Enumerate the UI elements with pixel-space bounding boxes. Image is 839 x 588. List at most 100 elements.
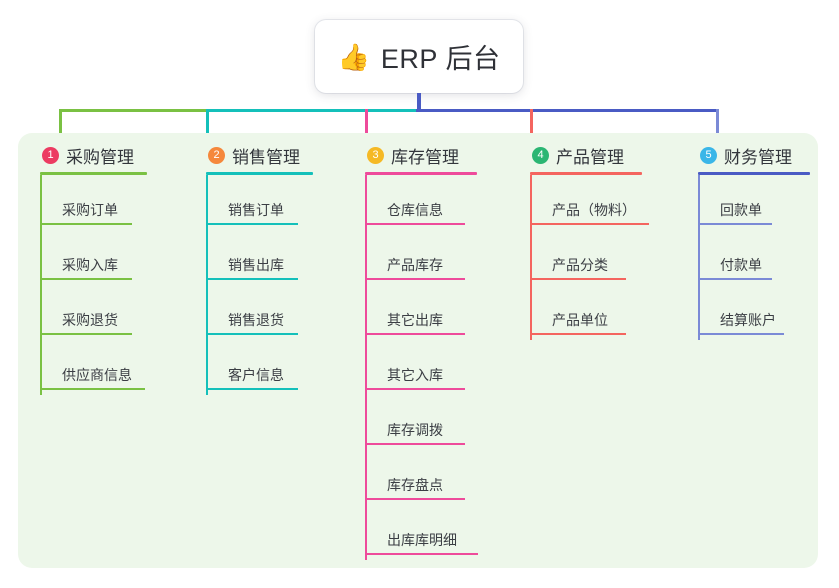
branch-column-2: 2 销售管理 销售订单 销售出库 销售退货 客户信息 — [206, 142, 356, 395]
branch-header-2[interactable]: 2 销售管理 — [206, 142, 356, 168]
leaf-item[interactable]: 付款单 — [698, 230, 839, 285]
leaf-rule — [40, 388, 145, 390]
leaf-rule — [206, 388, 298, 390]
leaf-spine-3 — [365, 175, 367, 560]
leaf-list-4: 产品（物料） 产品分类 产品单位 — [530, 175, 700, 340]
leaf-rule — [40, 223, 132, 225]
leaf-rule — [698, 278, 772, 280]
leaf-label: 库存调拨 — [387, 422, 443, 438]
leaf-rule — [365, 388, 465, 390]
branch-drop-2 — [206, 109, 209, 139]
root-node-card[interactable]: 👍 ERP 后台 — [315, 20, 523, 93]
branch-title-5: 财务管理 — [724, 147, 792, 167]
branch-rule-4 — [530, 172, 642, 175]
leaf-rule — [206, 278, 298, 280]
leaf-label: 采购入库 — [62, 257, 118, 273]
branch-header-1[interactable]: 1 采购管理 — [40, 142, 190, 168]
branch-title-1: 采购管理 — [66, 147, 134, 167]
branch-column-3: 3 库存管理 仓库信息 产品库存 其它出库 其它入库 库存调拨 — [365, 142, 525, 560]
branch-column-5: 5 财务管理 回款单 付款单 结算账户 — [698, 142, 839, 340]
leaf-label: 付款单 — [720, 257, 762, 273]
branch-rule-1 — [40, 172, 147, 175]
leaf-item[interactable]: 其它入库 — [365, 340, 525, 395]
branch-rule-5 — [698, 172, 810, 175]
leaf-list-5: 回款单 付款单 结算账户 — [698, 175, 839, 340]
branch-badge-3: 3 — [367, 146, 384, 164]
branch-rule-2 — [206, 172, 313, 175]
leaf-rule — [698, 223, 772, 225]
leaf-label: 仓库信息 — [387, 202, 443, 218]
branch-header-5[interactable]: 5 财务管理 — [698, 142, 839, 168]
leaf-label: 客户信息 — [228, 367, 284, 383]
bus-bar-teal — [206, 109, 418, 112]
leaf-item[interactable]: 产品（物料） — [530, 175, 700, 230]
leaf-rule — [206, 333, 298, 335]
branch-badge-4: 4 — [532, 146, 549, 164]
branch-title-4: 产品管理 — [556, 147, 624, 167]
leaf-list-1: 采购订单 采购入库 采购退货 供应商信息 — [40, 175, 190, 395]
leaf-item[interactable]: 客户信息 — [206, 340, 356, 395]
leaf-label: 结算账户 — [720, 312, 776, 328]
leaf-rule — [40, 278, 132, 280]
leaf-item[interactable]: 库存调拨 — [365, 395, 525, 450]
root-node-title: ERP 后台 — [380, 44, 501, 74]
leaf-item[interactable]: 销售订单 — [206, 175, 356, 230]
branch-column-4: 4 产品管理 产品（物料） 产品分类 产品单位 — [530, 142, 700, 340]
leaf-item[interactable]: 仓库信息 — [365, 175, 525, 230]
leaf-item[interactable]: 库存盘点 — [365, 450, 525, 505]
branch-badge-2: 2 — [208, 146, 225, 164]
leaf-item[interactable]: 销售出库 — [206, 230, 356, 285]
leaf-item[interactable]: 回款单 — [698, 175, 839, 230]
leaf-rule — [530, 333, 626, 335]
leaf-rule — [40, 333, 132, 335]
leaf-rule — [698, 333, 784, 335]
branch-header-4[interactable]: 4 产品管理 — [530, 142, 700, 168]
leaf-rule — [365, 223, 465, 225]
branch-title-2: 销售管理 — [232, 147, 300, 167]
leaf-item[interactable]: 产品库存 — [365, 230, 525, 285]
leaf-rule — [365, 278, 465, 280]
leaf-label: 销售出库 — [228, 257, 284, 273]
leaf-item[interactable]: 采购退货 — [40, 285, 190, 340]
leaf-label: 库存盘点 — [387, 477, 443, 493]
leaf-label: 产品分类 — [552, 257, 608, 273]
leaf-rule — [365, 498, 465, 500]
leaf-spine-5 — [698, 175, 700, 340]
leaf-label: 出库库明细 — [387, 532, 457, 548]
leaf-label: 采购订单 — [62, 202, 118, 218]
leaf-label: 采购退货 — [62, 312, 118, 328]
leaf-list-3: 仓库信息 产品库存 其它出库 其它入库 库存调拨 库存盘点 — [365, 175, 525, 560]
leaf-item[interactable]: 其它出库 — [365, 285, 525, 340]
leaf-list-2: 销售订单 销售出库 销售退货 客户信息 — [206, 175, 356, 395]
branch-drop-3 — [365, 109, 368, 139]
leaf-item[interactable]: 采购入库 — [40, 230, 190, 285]
branches-panel — [18, 133, 818, 568]
leaf-rule — [206, 223, 298, 225]
leaf-rule — [530, 223, 649, 225]
leaf-item[interactable]: 结算账户 — [698, 285, 839, 340]
branch-header-3[interactable]: 3 库存管理 — [365, 142, 525, 168]
leaf-item[interactable]: 出库库明细 — [365, 505, 525, 560]
leaf-item[interactable]: 产品分类 — [530, 230, 700, 285]
branch-badge-5: 5 — [700, 146, 717, 164]
branch-badge-1: 1 — [42, 146, 59, 164]
leaf-rule — [365, 553, 478, 555]
leaf-label: 产品单位 — [552, 312, 608, 328]
leaf-label: 回款单 — [720, 202, 762, 218]
leaf-rule — [530, 278, 626, 280]
branch-drop-5 — [716, 109, 719, 139]
root-node-content: 👍 ERP 后台 — [338, 37, 501, 76]
leaf-spine-4 — [530, 175, 532, 340]
leaf-item[interactable]: 产品单位 — [530, 285, 700, 340]
branch-rule-3 — [365, 172, 477, 175]
branch-drop-1 — [59, 109, 62, 139]
leaf-item[interactable]: 采购订单 — [40, 175, 190, 230]
leaf-label: 供应商信息 — [62, 367, 132, 383]
root-stem-line — [417, 93, 421, 111]
leaf-item[interactable]: 供应商信息 — [40, 340, 190, 395]
leaf-item[interactable]: 销售退货 — [206, 285, 356, 340]
branch-title-3: 库存管理 — [391, 147, 459, 167]
branch-column-1: 1 采购管理 采购订单 采购入库 采购退货 供应商信息 — [40, 142, 190, 395]
leaf-spine-2 — [206, 175, 208, 395]
